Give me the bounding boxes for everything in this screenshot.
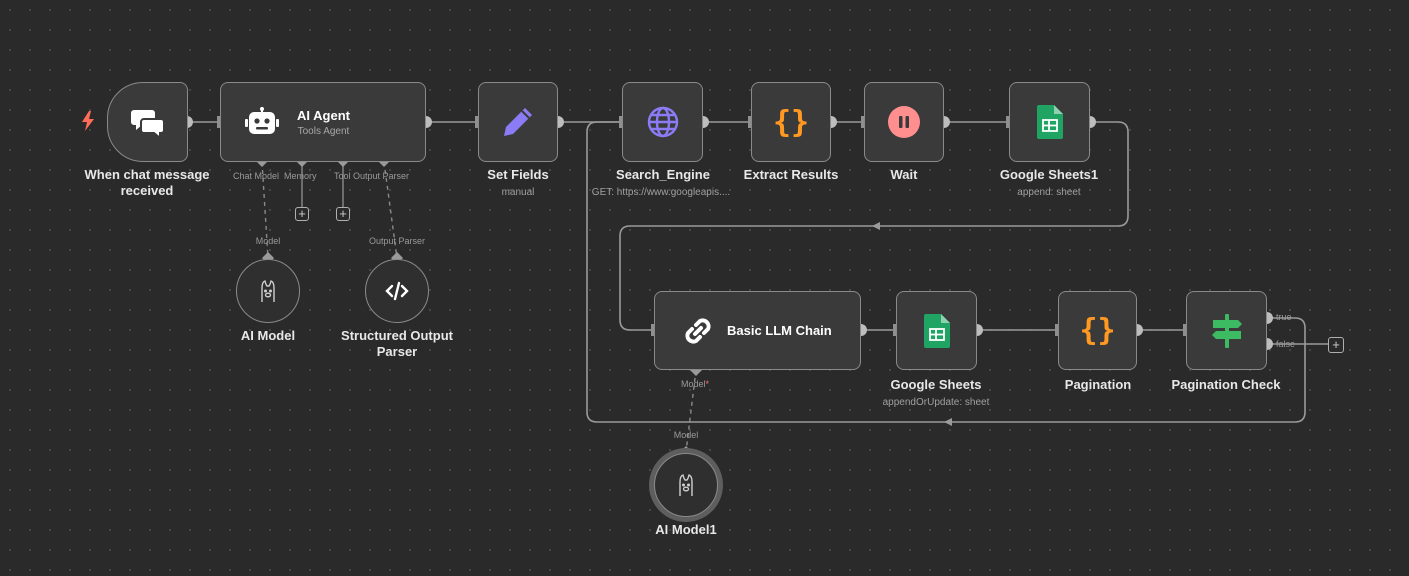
node-search-engine[interactable] [622,82,703,162]
code-tag-icon [385,281,409,301]
google-sheets1-subtitle: append: sheet [1017,187,1081,198]
ai-model1-label: AI Model1 [655,522,717,537]
ai-model-label: AI Model [240,328,296,343]
search-engine-subtitle: GET: https://www.googleapis.... [591,187,731,198]
curly-braces-icon: {} [1079,313,1116,348]
globe-icon [646,105,680,139]
search-engine-label: Search_Engine [616,167,710,182]
ai-agent-title: AI Agent [297,107,350,123]
node-chat-trigger[interactable] [107,82,188,162]
llm-chain-model-port: Model* [680,379,710,389]
pagination-label: Pagination [1064,377,1132,392]
google-sheets-subtitle: appendOrUpdate: sheet [882,397,990,408]
add-memory-button[interactable]: + [295,207,309,221]
extract-results-label: Extract Results [743,167,839,182]
parser-port-label: Output Parser [368,236,426,246]
chat-bubbles-icon [130,107,166,137]
node-ai-model[interactable] [236,259,300,323]
node-pagination-check[interactable] [1186,291,1267,370]
pause-icon [887,105,921,139]
node-ai-model1[interactable] [654,453,718,517]
false-branch-label: false [1276,339,1296,349]
ai-model1-port-label: Model [673,430,699,440]
port-memory: Memory [284,171,317,181]
basic-llm-chain-title: Basic LLM Chain [727,323,832,338]
node-basic-llm-chain[interactable]: Basic LLM Chain [654,291,861,370]
node-wait[interactable] [864,82,944,162]
google-sheets-icon [923,313,950,348]
port-tool: Tool [334,171,351,181]
ai-agent-subtitle: Tools Agent [297,125,350,137]
port-chat-model: Chat Model [233,171,280,181]
connection-agent-parser [383,161,398,259]
node-set-fields[interactable] [478,82,558,162]
wait-label: Wait [890,167,918,182]
llama-icon [257,278,279,304]
signpost-icon [1211,313,1243,348]
add-tool-button[interactable]: + [336,207,350,221]
llama-icon [675,472,697,498]
link-icon [681,314,715,348]
curly-braces-icon: {} [772,104,810,140]
robot-icon [245,107,279,137]
lightning-icon [80,111,96,136]
add-false-branch-button[interactable]: + [1328,337,1344,353]
node-structured-output-parser[interactable] [365,259,429,323]
set-fields-label: Set Fields [487,167,549,182]
connection-chain-model1 [685,369,697,453]
node-google-sheets[interactable] [896,291,977,370]
node-pagination[interactable]: {} [1058,291,1137,370]
connection-agent-model [261,161,269,259]
port-output-parser: Output Parser [353,171,410,181]
pagination-check-label: Pagination Check [1171,377,1281,392]
pencil-icon [500,104,536,140]
node-extract-results[interactable]: {} [751,82,831,162]
set-fields-subtitle: manual [501,187,535,198]
true-branch-label: true [1276,312,1292,322]
ai-model-port-label: Model [255,236,281,246]
node-google-sheets1[interactable] [1009,82,1090,162]
google-sheets1-label: Google Sheets1 [999,167,1099,182]
node-ai-agent[interactable]: AI Agent Tools Agent [220,82,426,162]
google-sheets-label: Google Sheets [890,377,982,392]
google-sheets-icon [1036,105,1063,139]
